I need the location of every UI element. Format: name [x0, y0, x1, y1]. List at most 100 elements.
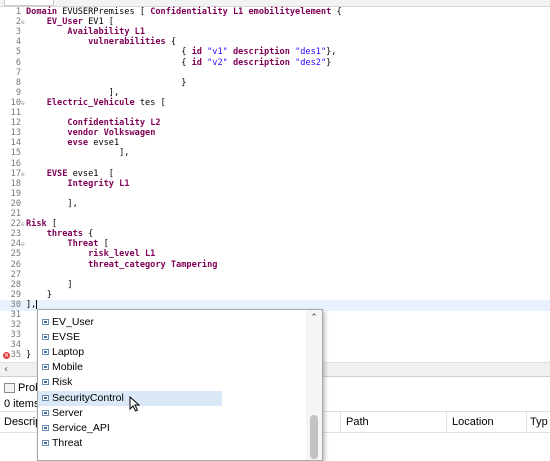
- keyword-token: risk_level L1: [88, 249, 156, 260]
- column-separator[interactable]: [526, 412, 527, 432]
- fold-toggle-icon[interactable]: ⊖: [21, 19, 25, 27]
- code-line[interactable]: 6 { id "v2" description "des2"}: [0, 58, 550, 69]
- code-line[interactable]: 24⊖ Threat [: [0, 239, 550, 250]
- text-token: [: [98, 239, 109, 250]
- text-token: ],: [26, 148, 130, 159]
- code-line[interactable]: 19: [0, 189, 550, 200]
- code-line[interactable]: 9 ],: [0, 88, 550, 99]
- code-line[interactable]: 15 ],: [0, 148, 550, 159]
- column-path[interactable]: Path: [346, 416, 369, 428]
- code-line[interactable]: 25 risk_level L1: [0, 249, 550, 260]
- keyword-token: description: [227, 57, 296, 68]
- editor-tab[interactable]: [4, 0, 54, 6]
- code-line[interactable]: 27: [0, 270, 550, 281]
- string-token: "v1": [207, 47, 228, 58]
- code-line[interactable]: 7: [0, 68, 550, 79]
- class-icon: [42, 334, 49, 341]
- keyword-token: EVSE: [46, 168, 68, 179]
- code-line[interactable]: 33: [0, 330, 550, 341]
- keyword-token: Electric_Vehicule: [46, 97, 135, 108]
- autocomplete-item[interactable]: Threat: [38, 436, 222, 451]
- autocomplete-item[interactable]: Server: [38, 406, 222, 421]
- class-icon: [42, 394, 49, 401]
- autocomplete-scrollbar[interactable]: ⌃: [306, 310, 322, 460]
- code-line[interactable]: 12 Confidentiality L2: [0, 118, 550, 129]
- fold-toggle-icon[interactable]: ⊖: [21, 241, 25, 249]
- code-line[interactable]: 16: [0, 159, 550, 170]
- column-separator[interactable]: [446, 412, 447, 432]
- class-icon: [42, 424, 49, 431]
- code-line[interactable]: 21: [0, 209, 550, 220]
- fold-toggle-icon[interactable]: ⊖: [21, 99, 25, 107]
- line-number: 5: [15, 47, 21, 58]
- text-token: ],: [26, 198, 78, 209]
- line-number: 34: [10, 340, 21, 351]
- code-line[interactable]: 13 vendor Volkswagen: [0, 128, 550, 139]
- code-line[interactable]: 18 Integrity L1: [0, 179, 550, 190]
- code-line[interactable]: 8 }: [0, 78, 550, 89]
- autocomplete-item[interactable]: EVSE: [38, 330, 222, 345]
- autocomplete-item[interactable]: Mobile: [38, 360, 222, 375]
- code-line[interactable]: 11: [0, 108, 550, 119]
- text-token: tes [: [134, 97, 166, 108]
- line-number: 17: [10, 168, 21, 179]
- text-token: }: [26, 77, 187, 88]
- autocomplete-item[interactable]: Risk: [38, 375, 222, 390]
- fold-toggle-icon[interactable]: ⊖: [21, 221, 25, 229]
- code-line[interactable]: 34: [0, 340, 550, 351]
- code-line[interactable]: 10⊖ Electric_Vehicule tes [: [0, 98, 550, 109]
- code-line[interactable]: 30],: [0, 299, 550, 311]
- autocomplete-item[interactable]: EV_User: [38, 315, 222, 330]
- column-location[interactable]: Location: [452, 416, 494, 428]
- text-token: [26, 17, 47, 27]
- column-type[interactable]: Typ: [530, 416, 548, 428]
- line-number: 29: [10, 289, 21, 300]
- code-text: ],: [26, 198, 78, 210]
- fold-toggle-icon[interactable]: ⊖: [21, 170, 25, 178]
- code-line[interactable]: 22⊖Risk [: [0, 219, 550, 230]
- column-separator[interactable]: [340, 412, 341, 432]
- code-line[interactable]: 17⊖ EVSE evse1 [: [0, 169, 550, 180]
- autocomplete-item-label: Risk: [52, 376, 73, 389]
- code-text: }: [26, 78, 186, 89]
- text-token: EVUSERPremises [: [62, 7, 151, 17]
- code-line[interactable]: 31: [0, 310, 550, 321]
- code-line[interactable]: 29 }: [0, 290, 550, 301]
- text-token: [26, 118, 67, 128]
- autocomplete-item[interactable]: Laptop: [38, 345, 222, 360]
- code-text: ]: [26, 280, 72, 291]
- code-line[interactable]: 3 Availability L1: [0, 27, 550, 38]
- line-number: 35: [10, 350, 21, 361]
- code-line[interactable]: 28 ]: [0, 280, 550, 291]
- code-text: }: [26, 290, 52, 301]
- keyword-token: Integrity L1: [67, 178, 130, 189]
- code-line[interactable]: 20 ],: [0, 199, 550, 210]
- error-marker-icon[interactable]: ×: [3, 352, 10, 360]
- code-line[interactable]: 14 evse evse1: [0, 138, 550, 149]
- line-number: 7: [15, 67, 21, 78]
- code-text: ],: [26, 299, 38, 311]
- code-line[interactable]: 5 { id "v1" description "des1"},: [0, 47, 550, 58]
- autocomplete-item[interactable]: Service_API: [38, 421, 222, 436]
- keyword-token: id: [191, 57, 208, 68]
- code-line[interactable]: 4 vulnerabilities {: [0, 37, 550, 48]
- string-token: "des2": [295, 57, 327, 68]
- text-token: [26, 37, 88, 47]
- code-line[interactable]: 2⊖ EV_User EV1 [: [0, 17, 550, 28]
- column-description[interactable]: Descript: [4, 416, 45, 428]
- text-token: ],: [26, 299, 37, 310]
- scrollbar-thumb[interactable]: [310, 415, 318, 459]
- scroll-up-icon[interactable]: ⌃: [310, 313, 318, 323]
- scroll-left-icon[interactable]: ‹: [4, 364, 8, 375]
- text-token: [: [46, 219, 58, 230]
- code-text: Electric_Vehicule tes [: [26, 98, 166, 109]
- code-line[interactable]: 32: [0, 320, 550, 331]
- code-line[interactable]: ×35}: [0, 350, 550, 361]
- keyword-token: vendor Volkswagen: [67, 128, 156, 139]
- code-line[interactable]: 23 threats {: [0, 229, 550, 240]
- code-line[interactable]: 26 threat_category Tampering: [0, 260, 550, 271]
- code-text: Integrity L1: [26, 178, 130, 190]
